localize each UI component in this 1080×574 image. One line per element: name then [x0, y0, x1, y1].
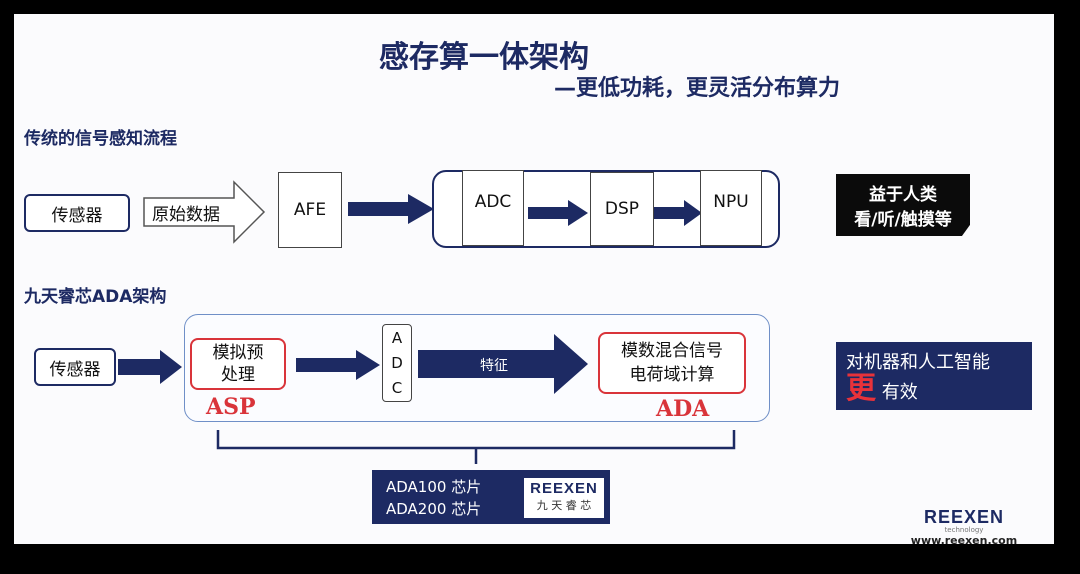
- slide-subtitle: —更低功耗，更灵活分布算力: [554, 76, 841, 101]
- machine-benefit-rest: 有效: [881, 382, 918, 403]
- chip-ada100: ADA100 芯片: [386, 478, 482, 496]
- ada-sensor-box: 传感器: [34, 348, 116, 386]
- ada-adc-letter-c: C: [391, 379, 403, 398]
- ada-adc-letter-d: D: [391, 353, 403, 372]
- mixed-signal-line1: 模数混合信号: [621, 341, 723, 361]
- adc-to-dsp-arrow: [528, 200, 588, 226]
- machine-benefit-big-char: 更: [846, 371, 876, 406]
- footer-url: www.reexen.com: [910, 534, 1018, 544]
- chip-bracket: [216, 430, 736, 464]
- raw-data-label: 原始数据: [152, 205, 220, 225]
- asp-to-adc-arrow: [296, 350, 380, 380]
- human-benefit-line1: 益于人类: [869, 185, 937, 205]
- afe-label: AFE: [293, 200, 327, 220]
- analog-preprocess-line1: 模拟预: [212, 343, 264, 363]
- chip-logo-chars: 九 天 睿 芯: [536, 499, 592, 512]
- traditional-heading: 传统的信号感知流程: [24, 129, 177, 149]
- asp-label: ASP: [206, 394, 256, 420]
- analog-preprocess-box: 模拟预 处理: [190, 338, 286, 390]
- npu-box: NPU: [700, 170, 762, 246]
- sensor-to-asp-arrow: [118, 350, 182, 384]
- slide: 感存算一体架构 —更低功耗，更灵活分布算力 传统的信号感知流程 传感器 原始数据…: [14, 14, 1054, 544]
- traditional-sensor-box: 传感器: [24, 194, 130, 232]
- slide-title: 感存算一体架构: [379, 40, 589, 75]
- machine-benefit-line1: 对机器和人工智能: [846, 352, 990, 373]
- machine-benefit-panel: 对机器和人工智能 更 有效: [836, 342, 1032, 410]
- afe-to-digital-arrow: [348, 194, 434, 224]
- chip-logo: REEXEN 九 天 睿 芯: [524, 478, 604, 518]
- dsp-box: DSP: [590, 172, 654, 246]
- ada-sensor-label: 传感器: [49, 359, 101, 380]
- raw-data-arrow: [143, 180, 266, 244]
- ada-adc-box: A D C: [382, 324, 412, 402]
- analog-preprocess-line2: 处理: [221, 365, 255, 385]
- chip-panel: ADA100 芯片 ADA200 芯片 REEXEN 九 天 睿 芯: [372, 470, 610, 524]
- mixed-signal-line2: 电荷域计算: [629, 365, 715, 385]
- afe-box: AFE: [278, 172, 342, 248]
- dsp-label: DSP: [604, 199, 640, 219]
- human-benefit-line2: 看/听/触摸等: [854, 210, 952, 230]
- footer-logo-text: REEXEN: [923, 507, 1005, 527]
- footer-logo: REEXEN technology www.reexen.com: [904, 508, 1024, 544]
- adc-box: ADC: [462, 170, 524, 246]
- footer-logo-sub: technology: [944, 526, 984, 534]
- ada-label: ADA: [656, 396, 710, 422]
- ada-heading: 九天睿芯ADA架构: [24, 287, 167, 307]
- feature-label: 特征: [480, 358, 508, 374]
- mixed-signal-compute-box: 模数混合信号 电荷域计算: [598, 332, 746, 394]
- chip-ada200: ADA200 芯片: [386, 500, 482, 518]
- ada-adc-letter-a: A: [391, 328, 403, 347]
- human-benefit-panel: 益于人类 看/听/触摸等: [836, 174, 970, 236]
- adc-label: ADC: [474, 192, 512, 212]
- dsp-to-npu-arrow: [654, 200, 702, 226]
- feature-arrow: [418, 334, 588, 394]
- traditional-sensor-label: 传感器: [51, 205, 103, 226]
- chip-logo-text: REEXEN: [530, 480, 598, 497]
- npu-label: NPU: [713, 192, 749, 212]
